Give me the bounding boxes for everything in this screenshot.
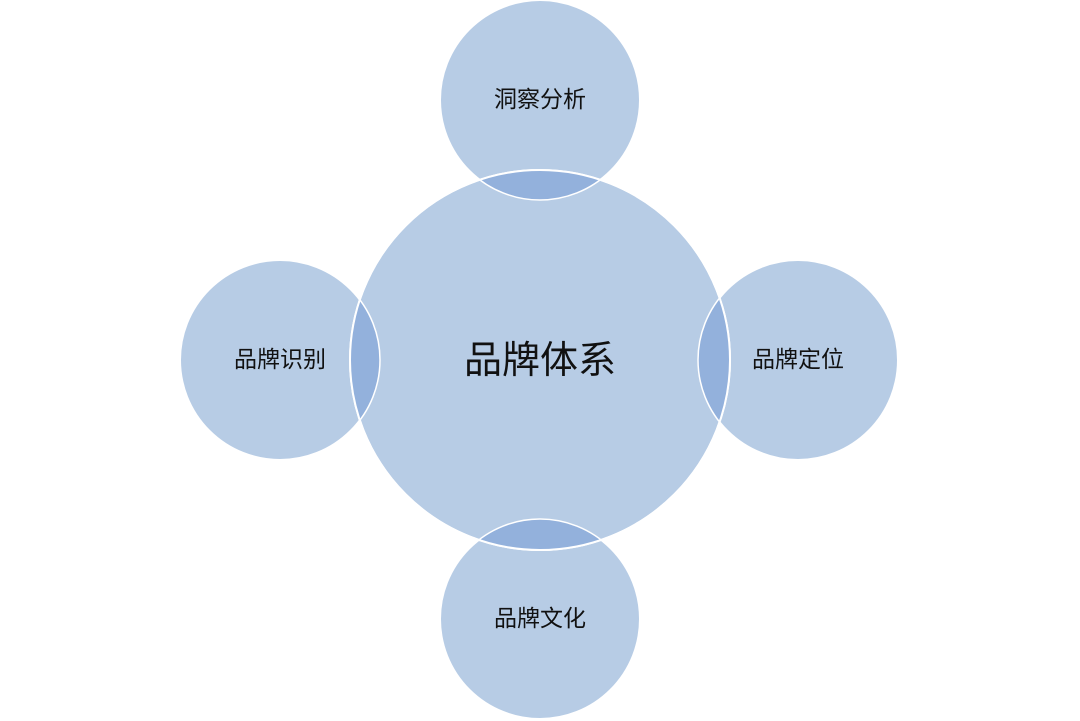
overlap-lens-right	[697, 259, 730, 461]
overlap-lens-bottom	[439, 518, 641, 550]
satellite-label-right: 品牌定位	[752, 347, 844, 373]
overlap-lens-left	[350, 259, 381, 461]
center-label: 品牌体系	[464, 338, 616, 382]
satellite-label-left: 品牌识别	[234, 347, 326, 373]
satellite-label-bottom: 品牌文化	[494, 606, 586, 632]
satellite-label-top: 洞察分析	[494, 87, 586, 113]
center-circle-outline	[349, 169, 731, 551]
overlap-lens-top	[439, 170, 641, 201]
